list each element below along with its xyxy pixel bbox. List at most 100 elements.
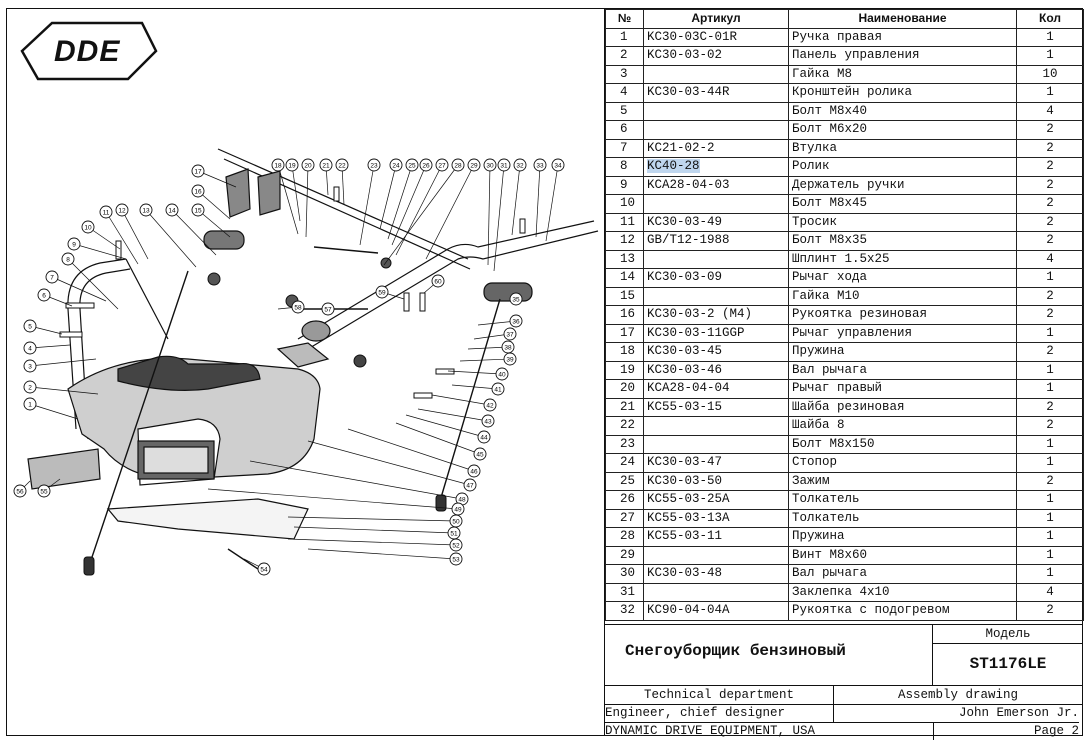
callout-leader xyxy=(307,548,457,560)
cell-name: Кронштейн ролика xyxy=(788,83,1017,103)
callout-leader xyxy=(277,164,299,235)
callout-leader xyxy=(459,358,511,362)
cell-article xyxy=(643,249,789,269)
dde-logo: DDE xyxy=(20,21,158,81)
callout-bubble: 13 xyxy=(139,203,153,217)
cell-name: Болт M8x45 xyxy=(788,194,1017,214)
cell-name: Ролик xyxy=(788,157,1017,177)
cell-qty: 2 xyxy=(1016,157,1084,177)
callout-leader xyxy=(249,460,463,500)
callout-bubble: 28 xyxy=(451,158,465,172)
cell-article: KC40-28 xyxy=(643,157,789,177)
callout-number: 21 xyxy=(322,163,330,170)
cell-qty: 1 xyxy=(1016,564,1084,584)
callout-bubble: 12 xyxy=(115,203,129,217)
callout-leader xyxy=(29,403,79,420)
cell-name: Панель управления xyxy=(788,46,1017,66)
product-name: Снегоуборщик бензиновый xyxy=(625,642,846,660)
callout-leader xyxy=(171,209,217,256)
cell-article: KC55-03-13A xyxy=(643,508,789,528)
callout-number: 18 xyxy=(274,163,282,170)
callout-leader xyxy=(305,164,309,238)
callout-number: 46 xyxy=(470,469,478,476)
cell-article xyxy=(643,101,789,121)
callout-leader xyxy=(207,488,459,510)
bolts xyxy=(59,186,526,399)
callout-number: 1 xyxy=(28,402,32,409)
callout-number: 9 xyxy=(72,242,76,249)
cell-no: 32 xyxy=(605,601,644,621)
cell-name: Болт M6x20 xyxy=(788,120,1017,140)
callout-number: 40 xyxy=(498,372,506,379)
callout-leader xyxy=(73,243,127,260)
callout-number: 13 xyxy=(142,208,150,215)
control-panel xyxy=(27,355,321,490)
cell-article: KC30-03-46 xyxy=(643,360,789,380)
callout-leader xyxy=(391,164,427,246)
callout-number: 11 xyxy=(103,210,110,217)
callout-bubble: 9 xyxy=(67,237,81,251)
cell-qty: 2 xyxy=(1016,471,1084,491)
callout-number: 2 xyxy=(28,385,32,392)
callout-number: 5 xyxy=(28,324,32,331)
callout-bubble: 58 xyxy=(291,300,305,314)
callout-leader xyxy=(145,209,197,268)
callout-number: 60 xyxy=(434,279,442,286)
callout-leader xyxy=(29,386,99,395)
callout-leader xyxy=(287,538,457,546)
callout-number: 56 xyxy=(16,489,24,496)
cell-qty: 1 xyxy=(1016,434,1084,454)
cell-article: KC30-03-2 (M4) xyxy=(643,305,789,325)
callout-number: 22 xyxy=(338,163,346,170)
cell-article: KC21-02-2 xyxy=(643,138,789,158)
cell-no: 9 xyxy=(605,175,644,195)
cell-qty: 2 xyxy=(1016,175,1084,195)
cell-article: KC30-03-09 xyxy=(643,268,789,288)
callout-bubble: 46 xyxy=(467,464,481,478)
cell-qty: 2 xyxy=(1016,194,1084,214)
callout-number: 32 xyxy=(516,163,524,170)
callout-number: 27 xyxy=(438,163,446,170)
callout-bubble: 18 xyxy=(271,158,285,172)
callout-bubble: 39 xyxy=(503,352,517,366)
cell-qty: 1 xyxy=(1016,508,1084,528)
callout-number: 8 xyxy=(66,257,70,264)
cell-no: 15 xyxy=(605,286,644,306)
callout-number: 59 xyxy=(378,290,386,297)
callout-bubble: 42 xyxy=(483,398,497,412)
grips xyxy=(203,168,533,368)
cell-qty: 4 xyxy=(1016,582,1084,602)
callout-number: 33 xyxy=(536,163,544,170)
cell-article: KC55-03-25A xyxy=(643,490,789,510)
cell-no: 29 xyxy=(605,545,644,565)
cell-no: 4 xyxy=(605,83,644,103)
callout-number: 24 xyxy=(392,163,400,170)
callout-number: 37 xyxy=(506,332,514,339)
cell-article xyxy=(643,64,789,84)
cell-article: KC30-03-47 xyxy=(643,453,789,473)
cell-article xyxy=(643,434,789,454)
callout-leader xyxy=(359,164,375,246)
cell-no: 7 xyxy=(605,138,644,158)
callout-number: 23 xyxy=(370,163,378,170)
model-value: ST1176LE xyxy=(969,655,1047,673)
callout-bubble: 1 xyxy=(23,397,37,411)
cell-qty: 1 xyxy=(1016,490,1084,510)
callout-number: 36 xyxy=(512,319,520,326)
callout-leader xyxy=(467,346,509,350)
cell-no: 8 xyxy=(605,157,644,177)
callout-bubble: 33 xyxy=(533,158,547,172)
callout-bubble: 35 xyxy=(509,292,523,306)
